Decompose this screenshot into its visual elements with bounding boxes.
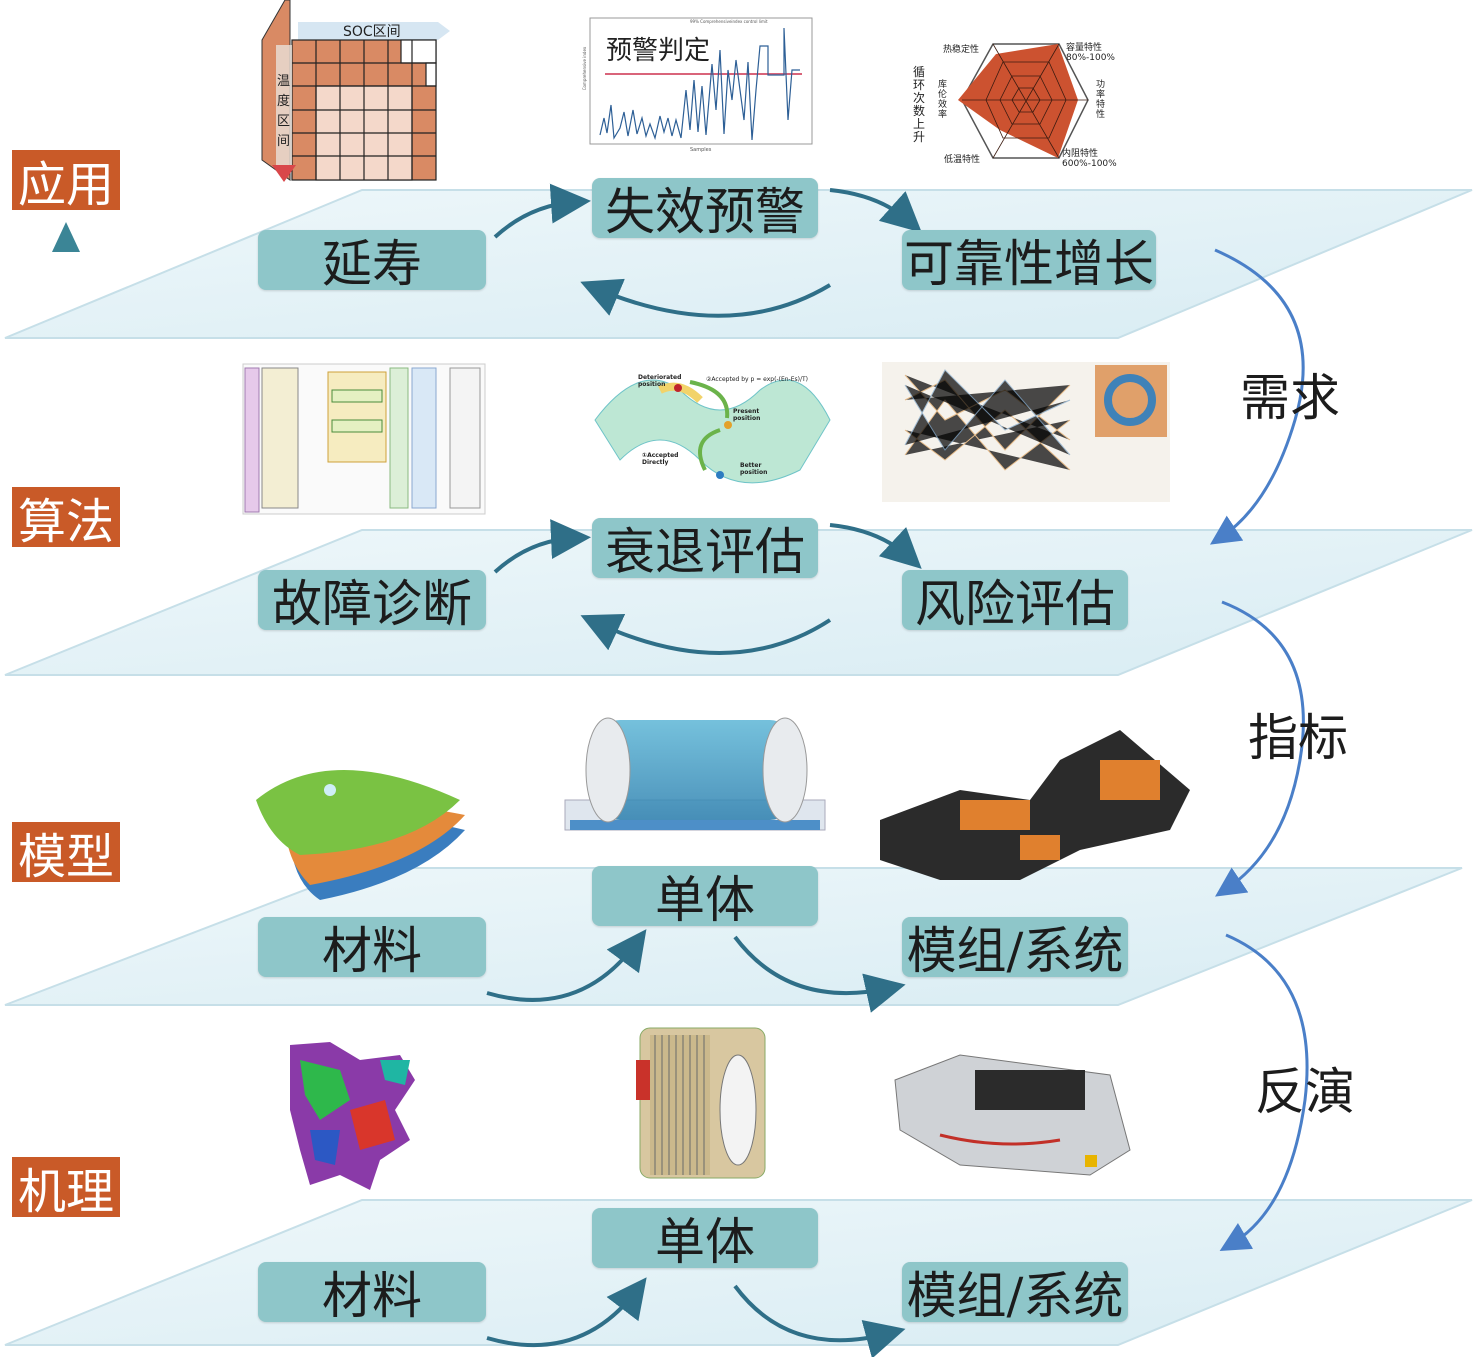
landscape-label: Present position <box>733 408 761 422</box>
radar-axis-label: 容量特性 80%-100% <box>1066 43 1115 63</box>
plane-algorithm <box>4 529 1473 676</box>
landscape-label: ①Accepted Directly <box>642 452 679 466</box>
plane-application <box>4 189 1473 339</box>
transition-arrows <box>1209 248 1309 1252</box>
box-failure-warning: 失效预警 <box>592 178 818 241</box>
radar-side-label: 循环次数上升 <box>913 65 926 144</box>
flow-arrows <box>486 183 922 1357</box>
warning-chart-title: 预警判定 <box>606 36 711 66</box>
optimization-landscape-image <box>594 379 831 484</box>
box-fault-diagnosis: 故障诊断 <box>258 570 486 633</box>
radar-axis-label: 热稳定性 <box>943 45 980 55</box>
transition-indicator: 指标 <box>1248 709 1348 767</box>
soc-axis-label: SOC区间 <box>343 24 401 40</box>
battery-pack-system-image <box>894 1054 1131 1176</box>
box-model-cell: 单体 <box>592 866 818 929</box>
battery-pack-module-image <box>880 730 1190 880</box>
cell-cylinder-image <box>564 717 826 831</box>
warning-chart-ylabel: Comprehensive index <box>582 46 588 91</box>
warning-chart-xlabel: Samples <box>690 147 712 153</box>
fault-diagnosis-flowchart-image <box>242 363 486 515</box>
landscape-label: Deteriorated position <box>638 374 682 388</box>
box-degradation-assessment: 衰退评估 <box>592 518 818 581</box>
vertical-progress-arrow <box>52 222 80 1150</box>
transition-inversion: 反演 <box>1255 1063 1355 1121</box>
radar-axis-label: 低温特性 <box>944 155 981 165</box>
landscape-label: Better position <box>740 462 768 476</box>
box-model-material: 材料 <box>258 917 486 980</box>
level-mechanism: 机理 <box>12 1157 120 1220</box>
landscape-label: ②Accepted by p = exp(-(En-Es)/T) <box>706 376 808 383</box>
radar-axis-label: 功率特性 <box>1096 80 1106 120</box>
soc-temperature-grid-image <box>261 0 450 182</box>
box-reliability-growth: 可靠性增长 <box>902 230 1156 293</box>
warning-chart-legend: 99% Comprehensiveindex control limit <box>690 19 768 24</box>
temperature-axis-label: 温度区间 <box>277 74 291 149</box>
box-model-module-system: 模组/系统 <box>902 917 1128 980</box>
box-mechanism-material: 材料 <box>258 1262 486 1325</box>
material-layers-image <box>256 770 465 900</box>
radar-axis-label: 库伦效率 <box>938 80 948 120</box>
transition-demand: 需求 <box>1240 369 1340 427</box>
radar-chart-image <box>958 43 1089 159</box>
box-life-extension: 延寿 <box>258 230 486 293</box>
level-algorithm: 算法 <box>12 487 120 550</box>
material-microstructure-image <box>290 1042 415 1190</box>
warning-chart-image <box>589 17 813 145</box>
level-application: 应用 <box>12 150 120 213</box>
box-mechanism-module-system: 模组/系统 <box>902 1262 1128 1325</box>
neural-network-image <box>882 362 1170 502</box>
radar-axis-label: 内阻特性 600%-100% <box>1062 149 1117 169</box>
box-risk-assessment: 风险评估 <box>902 570 1128 633</box>
level-model: 模型 <box>12 822 120 885</box>
cell-cross-section-image <box>636 1027 766 1179</box>
box-mechanism-cell: 单体 <box>592 1208 818 1271</box>
